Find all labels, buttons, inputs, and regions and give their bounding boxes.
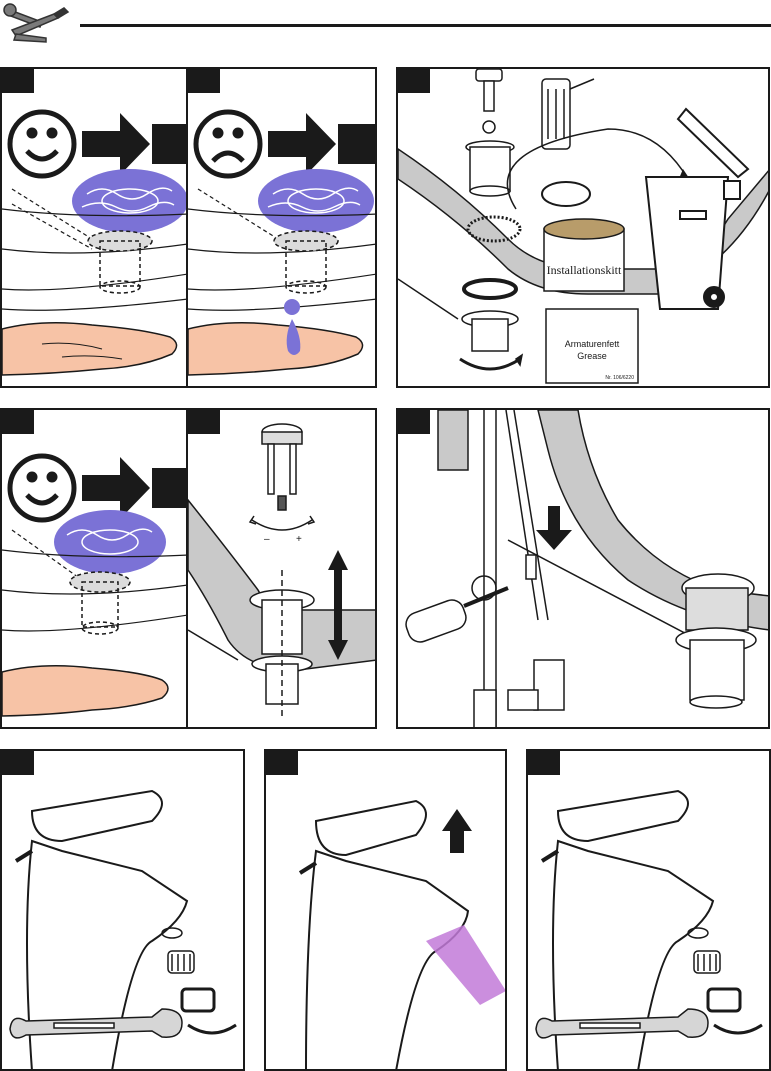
up-arrow-icon (442, 809, 472, 853)
water-drop (284, 299, 300, 315)
waste-bin-icon (646, 109, 748, 309)
aerator-housing (708, 989, 740, 1011)
grease-label-de: Armaturenfett (565, 339, 620, 349)
result-box (152, 468, 188, 508)
drain-body (676, 574, 756, 708)
drain-body (398, 279, 522, 369)
hand (2, 666, 168, 716)
aerator-icon (694, 951, 720, 973)
plug-head (262, 424, 302, 510)
result-box (338, 124, 377, 164)
step-9-panel (526, 749, 771, 1071)
header-rule (80, 24, 771, 27)
arrow-right-icon (82, 457, 150, 519)
adjust-screw-icon (250, 516, 314, 530)
water-pool (54, 510, 166, 574)
step-1-panel (0, 67, 188, 388)
rotate-arrow-icon (188, 1025, 236, 1033)
result-box (152, 124, 188, 164)
angle-valve (474, 660, 564, 729)
step-7-panel (0, 749, 245, 1071)
water-pool (258, 169, 374, 233)
hand (188, 323, 363, 375)
o-ring (688, 928, 708, 938)
step-8-panel (264, 749, 507, 1071)
o-ring (162, 928, 182, 938)
plug-stem (476, 69, 502, 133)
grease-part-number: Nr. 106/6220 (605, 375, 634, 381)
arrow-right-icon (268, 113, 336, 175)
frowny-icon (196, 112, 260, 176)
step-3-panel: Installationskitt Armaturenfett Grease N… (396, 67, 770, 388)
arrow-right-icon (82, 113, 150, 175)
step-4-panel (0, 408, 188, 729)
rotate-arrow-icon (714, 1025, 762, 1033)
aerator-icon (168, 951, 194, 973)
step-6-panel (396, 408, 770, 729)
up-down-arrow-icon (328, 550, 348, 660)
smiley-icon (10, 112, 74, 176)
screwdriver-icon (403, 588, 508, 645)
water-stream (426, 925, 506, 1005)
grease-box: Armaturenfett Grease Nr. 106/6220 (546, 309, 638, 383)
plus-sign: + (296, 534, 302, 545)
putty-tin: Installationskitt (544, 219, 624, 291)
aerator-housing (182, 989, 214, 1011)
smiley-icon (10, 456, 74, 520)
hand (2, 323, 177, 375)
step-2-panel (186, 67, 377, 388)
tools-icon (2, 0, 72, 50)
water-pool (72, 169, 188, 233)
spring-cartridge (542, 79, 594, 149)
grease-label-en: Grease (577, 351, 607, 361)
down-arrow-icon (536, 506, 572, 550)
seal-ring (542, 182, 590, 206)
putty-tin-label: Installationskitt (547, 263, 622, 277)
water-in-hand (287, 319, 301, 355)
minus-sign: – (264, 534, 270, 545)
drain-insert (466, 141, 514, 196)
step-5-panel: – + (186, 408, 377, 729)
